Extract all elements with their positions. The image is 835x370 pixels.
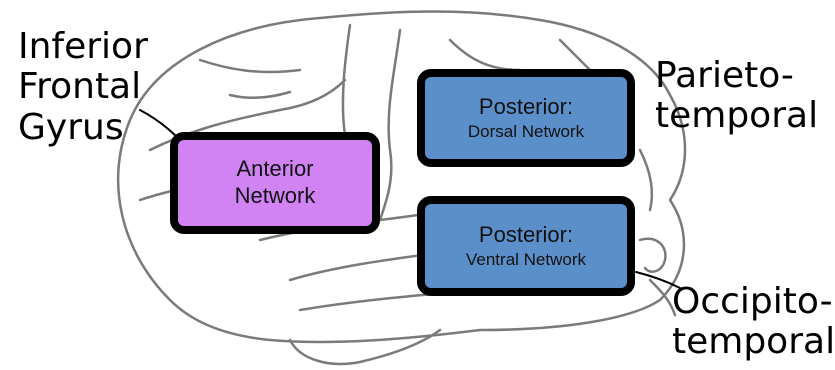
label-parieto-temporal: Parieto- temporal bbox=[655, 55, 819, 137]
label-occipito-temporal: Occipito- temporal bbox=[672, 281, 835, 363]
posterior-ventral-network-box: Posterior: Ventral Network bbox=[417, 196, 635, 296]
label-inferior-frontal-gyrus: Inferior Frontal Gyrus bbox=[18, 26, 148, 148]
anterior-network-box: Anterior Network bbox=[170, 132, 380, 234]
ventral-box-line2: Ventral Network bbox=[466, 249, 586, 269]
anterior-box-line1: Anterior bbox=[236, 155, 314, 181]
dorsal-box-line1: Posterior: bbox=[478, 94, 574, 120]
dorsal-box-line2: Dorsal Network bbox=[467, 121, 585, 141]
ventral-box-line1: Posterior: bbox=[478, 222, 574, 248]
posterior-dorsal-network-box: Posterior: Dorsal Network bbox=[417, 69, 635, 167]
anterior-box-line2: Network bbox=[234, 183, 316, 209]
